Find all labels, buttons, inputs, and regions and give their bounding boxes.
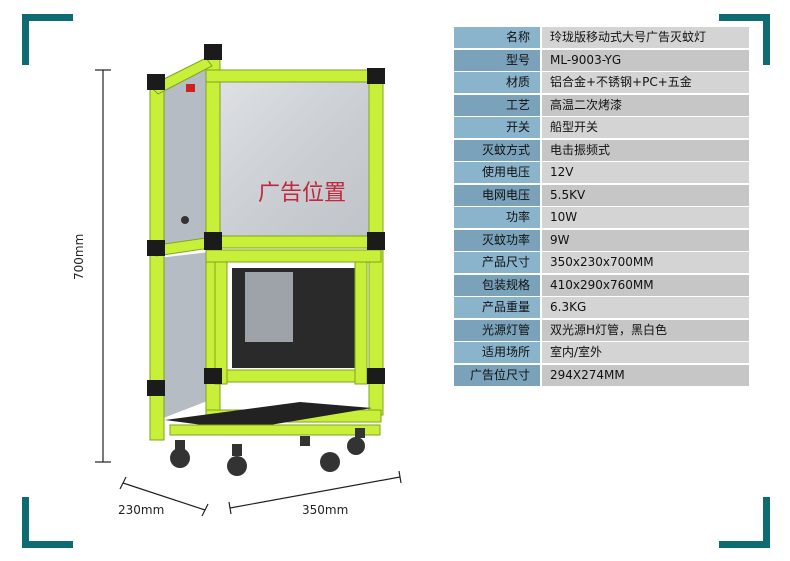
spec-value: 350x230x700MM	[542, 252, 749, 273]
lock-knob	[181, 216, 189, 224]
spec-value: ML-9003-YG	[542, 49, 749, 71]
power-switch	[186, 84, 195, 92]
height-dimension-line	[95, 69, 111, 463]
spec-row: 工艺高温二次烤漆	[454, 94, 749, 116]
spec-row: 名称玲珑版移动式大号广告灭蚊灯	[454, 27, 749, 48]
spec-value: 12V	[542, 162, 749, 183]
spec-row: 开关船型开关	[454, 117, 749, 138]
ad-text: 广告位置	[258, 181, 347, 206]
spec-key: 包装规格	[454, 274, 542, 296]
corner-mark-bottom-left	[22, 497, 73, 548]
spec-value: 室内/室外	[542, 342, 749, 363]
corner-mark-top-left	[22, 14, 73, 65]
spec-key: 广告位尺寸	[454, 364, 542, 386]
spec-value: 船型开关	[542, 117, 749, 138]
spec-key: 灭蚊方式	[454, 139, 542, 161]
corner-mark-bottom-right	[719, 497, 770, 548]
spec-value: 铝合金+不锈钢+PC+五金	[542, 72, 749, 93]
spec-key: 产品重量	[454, 297, 542, 318]
mesh-grid	[232, 268, 357, 368]
spec-row: 材质铝合金+不锈钢+PC+五金	[454, 72, 749, 93]
spec-key: 电网电压	[454, 184, 542, 206]
product-illustration	[95, 44, 402, 517]
spec-value: 玲珑版移动式大号广告灭蚊灯	[542, 27, 749, 48]
spec-key: 工艺	[454, 94, 542, 116]
spec-key: 灭蚊功率	[454, 229, 542, 251]
spec-key: 型号	[454, 49, 542, 71]
caster-wheels	[170, 428, 365, 476]
corner-mark-top-right	[719, 14, 770, 65]
height-label: 700mm	[72, 233, 86, 280]
spec-key: 材质	[454, 72, 542, 93]
side-panel	[158, 62, 210, 248]
spec-value: 9W	[542, 229, 749, 251]
base-shelf	[165, 402, 372, 430]
spec-value: 10W	[542, 207, 749, 228]
spec-row: 光源灯管双光源H灯管，黑白色	[454, 319, 749, 341]
spec-value: 294X274MM	[542, 364, 749, 386]
spec-value: 6.3KG	[542, 297, 749, 318]
spec-value: 高温二次烤漆	[542, 94, 749, 116]
spec-key: 开关	[454, 117, 542, 138]
spec-row: 灭蚊方式电击振频式	[454, 139, 749, 161]
spec-key: 光源灯管	[454, 319, 542, 341]
spec-value: 电击振频式	[542, 139, 749, 161]
spec-row: 适用场所室内/室外	[454, 342, 749, 363]
spec-key: 功率	[454, 207, 542, 228]
spec-key: 使用电压	[454, 162, 542, 183]
width-label: 350mm	[302, 503, 349, 517]
spec-key: 名称	[454, 27, 542, 48]
spec-value: 5.5KV	[542, 184, 749, 206]
spec-key: 适用场所	[454, 342, 542, 363]
spec-value: 410x290x760MM	[542, 274, 749, 296]
depth-label: 230mm	[118, 503, 165, 517]
spec-value: 双光源H灯管，黑白色	[542, 319, 749, 341]
width-dimension-line	[228, 470, 402, 515]
frame-joints	[147, 44, 385, 396]
depth-dimension-line	[119, 476, 209, 517]
spec-key: 产品尺寸	[454, 252, 542, 273]
